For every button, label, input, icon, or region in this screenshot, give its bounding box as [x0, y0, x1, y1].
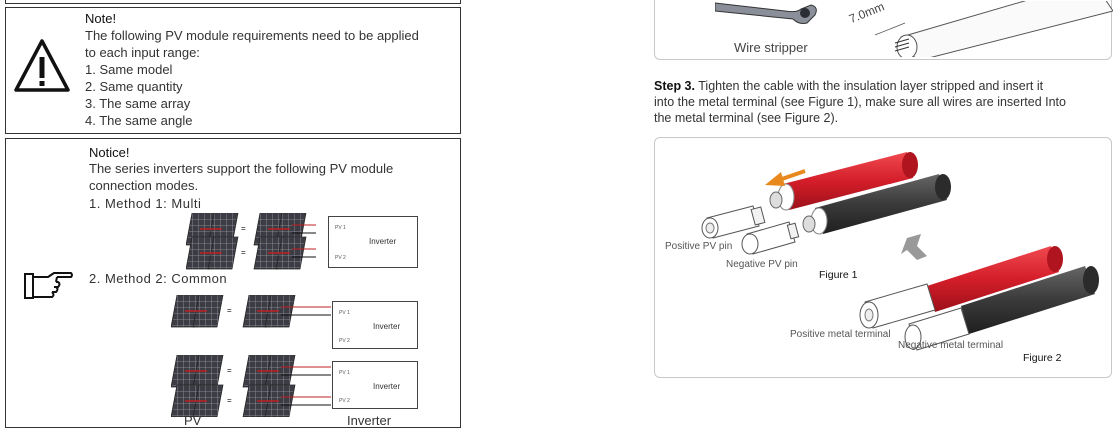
svg-text:=: = — [227, 306, 232, 315]
step3-line-2: into the metal terminal (see Figure 1), … — [654, 95, 1066, 109]
figure-2-caption: Figure 2 — [1023, 352, 1062, 364]
warning-icon — [14, 39, 70, 92]
positive-pv-pin-label: Positive PV pin — [665, 241, 733, 252]
note-box: Note! The following PV module requiremen… — [5, 7, 461, 134]
pointing-hand-icon — [24, 272, 73, 299]
svg-text:=: = — [241, 248, 246, 257]
note-line-6: 4. The same angle — [85, 113, 193, 128]
method-2-label: 2. Method 2: Common — [89, 271, 228, 286]
inverter-box-method-2a: PV 1 Inverter PV 2 — [332, 301, 418, 349]
method-1-label: 1. Method 1: Multi — [89, 196, 202, 211]
inverter-box-method-2b: PV 1 Inverter PV 2 — [332, 361, 418, 409]
wire-stripper-tool — [715, 2, 817, 24]
notice-line-2: connection modes. — [89, 178, 199, 193]
inverter-label: Inverter — [373, 382, 401, 391]
notice-title: Notice! — [89, 145, 130, 160]
pv2-label: PV 2 — [339, 338, 350, 344]
positive-pv-pin — [701, 205, 766, 239]
note-line-4: 2. Same quantity — [85, 79, 183, 94]
step3-line-3: the metal terminal (see Figure 2). — [654, 111, 839, 125]
svg-text:=: = — [241, 224, 246, 233]
terminal-illustration — [701, 152, 1099, 351]
bottom-pv-label: PV — [184, 413, 202, 428]
step3-line-1: Tighten the cable with the insulation la… — [695, 79, 1044, 93]
positive-metal-terminal — [859, 283, 936, 329]
black-cable-fig1 — [802, 174, 951, 235]
notice-line-1: The series inverters support the followi… — [89, 161, 394, 176]
stripped-cable — [874, 1, 1113, 57]
inverter-label: Inverter — [369, 237, 397, 246]
negative-metal-terminal-label: Negative metal terminal — [898, 340, 1004, 351]
red-cable-fig2 — [927, 246, 1063, 312]
note-title: Note! — [85, 11, 117, 26]
wire-stripper-label: Wire stripper — [734, 40, 808, 55]
next-step-arrow — [901, 234, 927, 260]
pv1-label: PV 1 — [339, 310, 350, 316]
method-2-diagram-b: = = — [171, 355, 331, 417]
black-cable-fig2 — [961, 266, 1099, 334]
negative-metal-terminal — [904, 307, 970, 351]
inverter-box-method-1: PV 1 Inverter PV 2 — [328, 216, 418, 268]
insert-direction-arrow — [765, 169, 806, 186]
method-2-diagram-a: = — [171, 295, 331, 335]
note-line-2: to each input range: — [85, 45, 200, 60]
svg-text:=: = — [227, 366, 232, 375]
note-line-3: 1. Same model — [85, 62, 173, 77]
svg-text:=: = — [227, 396, 232, 405]
pv2-label: PV 2 — [339, 398, 350, 404]
positive-metal-terminal-label: Positive metal terminal — [790, 329, 891, 340]
negative-pv-pin-label: Negative PV pin — [726, 259, 798, 270]
wire-stripper-figure: Wire stripper 7.0mm — [654, 0, 1113, 60]
terminal-figure-box: Positive PV pin Negative PV pin Figure 1… — [654, 137, 1112, 378]
pv2-label: PV 2 — [335, 255, 346, 261]
pv1-label: PV 1 — [335, 225, 346, 231]
method-1-diagram: = = — [186, 213, 316, 273]
red-cable-fig1 — [769, 152, 918, 211]
inverter-label: Inverter — [373, 322, 401, 331]
bottom-inverter-label: Inverter — [347, 413, 392, 428]
step3-label: Step 3. — [654, 79, 695, 93]
figure-1-caption: Figure 1 — [819, 269, 858, 281]
previous-box-stub — [5, 0, 461, 4]
negative-pv-pin — [741, 221, 800, 255]
note-line-1: The following PV module requirements nee… — [85, 28, 419, 43]
note-line-5: 3. The same array — [85, 96, 191, 111]
notice-box: Notice! The series inverters support the… — [5, 138, 461, 428]
pv1-label: PV 1 — [339, 370, 350, 376]
step3-paragraph-line-1: Step 3. Tighten the cable with the insul… — [654, 79, 1043, 95]
